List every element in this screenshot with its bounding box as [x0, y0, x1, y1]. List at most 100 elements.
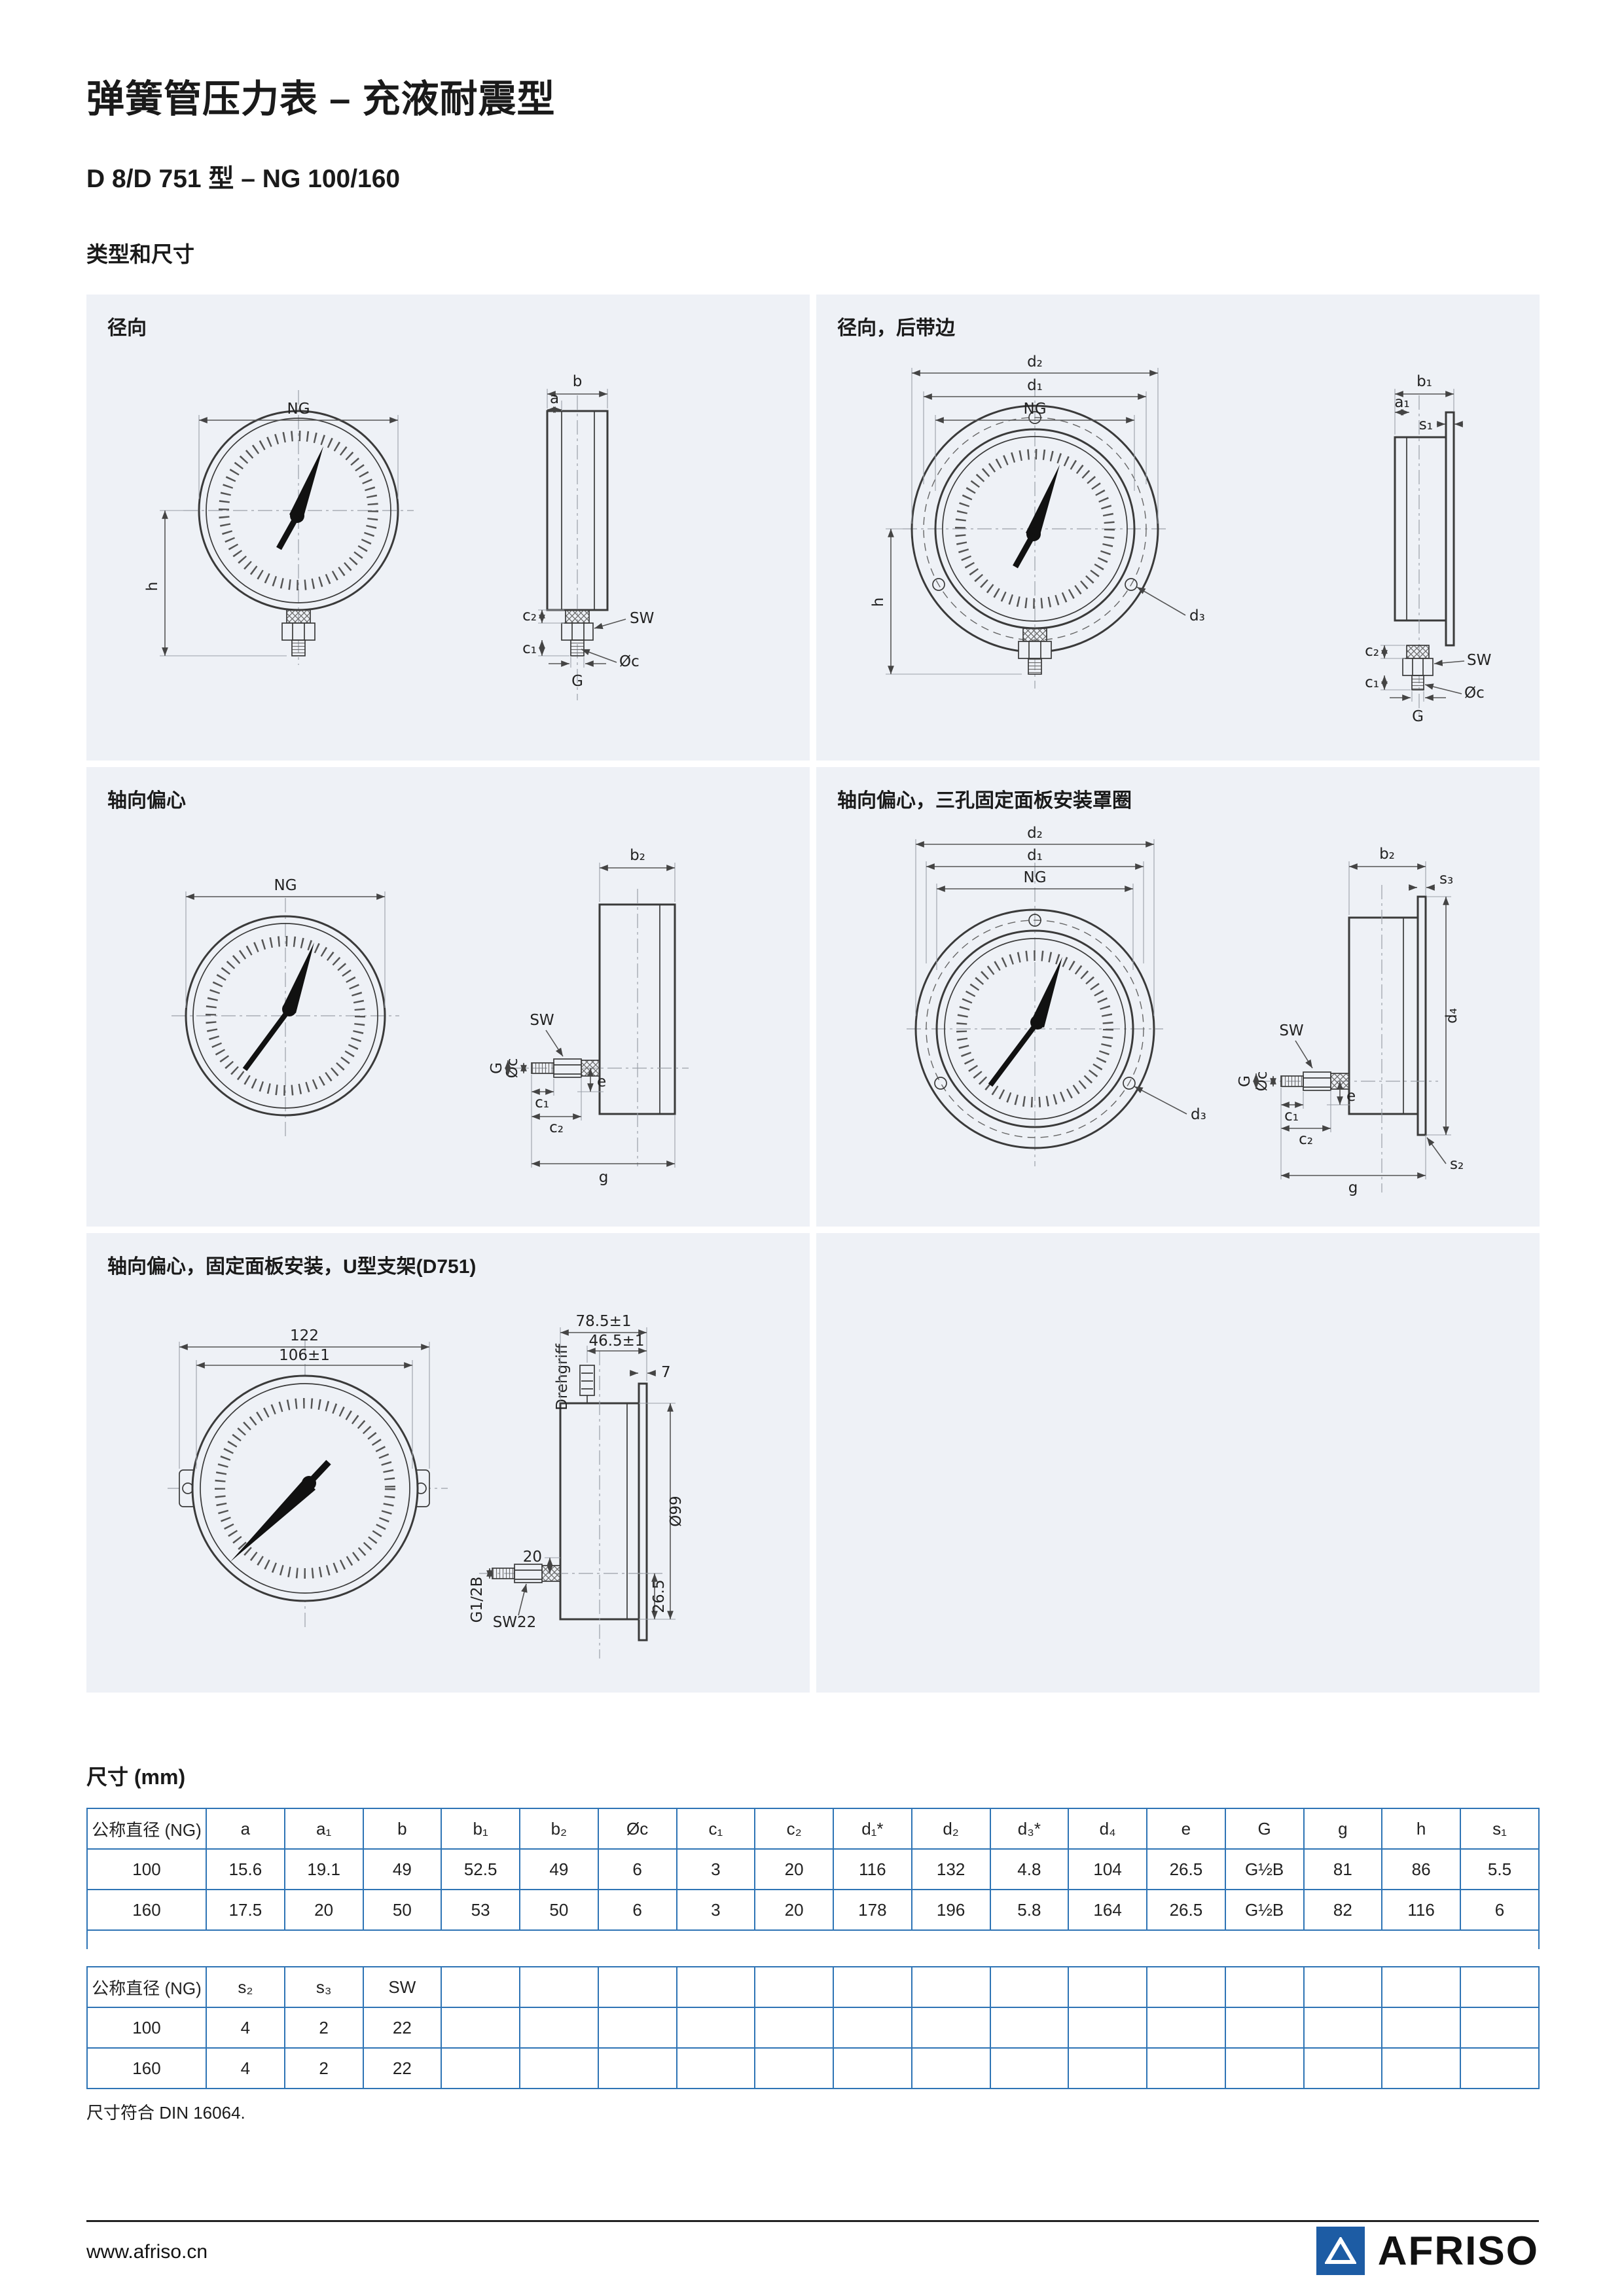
empty-cell [1381, 2007, 1461, 2049]
dim-label: NG [1023, 869, 1046, 886]
cell: 26.5 [1146, 1889, 1226, 1931]
panel-label: 轴向偏心，固定面板安装，U型支架(D751) [107, 1256, 477, 1278]
cell: 3 [676, 1848, 756, 1890]
dim-label: 78.5±1 [575, 1313, 631, 1330]
table-row: 100 15.6 19.1 49 52.5 49 6 3 20 116 132 … [86, 1848, 1540, 1890]
panel-label: 径向，后带边 [837, 317, 955, 339]
empty-panel [816, 1233, 1540, 1693]
empty-cell [676, 2007, 756, 2049]
cell: 82 [1303, 1889, 1383, 1931]
cell: 104 [1068, 1848, 1147, 1890]
section-heading-types: 类型和尺寸 [86, 242, 194, 266]
column-header: G [1224, 1808, 1305, 1850]
empty-cell [754, 2007, 834, 2049]
column-header: c₂ [754, 1808, 834, 1850]
empty-cell [676, 2047, 756, 2089]
empty-cell [1460, 2007, 1540, 2049]
dim-label: G [1236, 1075, 1254, 1087]
empty-cell [1381, 2047, 1461, 2089]
dim-label: c₁ [535, 1094, 549, 1111]
cell: 2 [283, 2047, 364, 2089]
footer-url[interactable]: www.afriso.cn [86, 2241, 208, 2263]
dim-label: e [597, 1073, 606, 1090]
table-row: 160 4 2 22 [86, 2047, 1540, 2089]
empty-cell [833, 2007, 912, 2049]
empty-cell [519, 2047, 599, 2089]
table-header-row: 公称直径 (NG) s₂ s₃ SW [86, 1966, 1540, 2008]
dim-label: d₁ [1027, 377, 1043, 394]
cell: 15.6 [206, 1848, 285, 1890]
cell: 132 [911, 1848, 991, 1890]
cell: 50 [362, 1889, 442, 1931]
cell: 4 [206, 2007, 285, 2049]
cell: 196 [911, 1889, 991, 1931]
dim-label: 7 [661, 1364, 671, 1381]
column-header: b [362, 1808, 442, 1850]
cell: 5.5 [1460, 1848, 1540, 1890]
afriso-logo: AFRISO [1316, 2227, 1539, 2275]
dim-label: b₂ [630, 847, 645, 864]
column-header: g [1303, 1808, 1383, 1850]
empty-cell [1303, 2047, 1383, 2089]
column-header: b₁ [441, 1808, 520, 1850]
dim-label: d₃ [1189, 607, 1205, 624]
dim-label: Øc [619, 653, 640, 670]
column-header: c₁ [676, 1808, 756, 1850]
dim-label: SW [1467, 652, 1491, 669]
drawing-axial-eccentric: NG b₂ SW [171, 847, 689, 1186]
cell: 178 [833, 1889, 912, 1931]
column-header: e [1146, 1808, 1226, 1850]
dim-label: c₂ [522, 607, 537, 624]
cell: 6 [597, 1889, 677, 1931]
front-view: 122 106±1 [168, 1327, 448, 1630]
empty-header [1146, 1966, 1226, 2008]
dimensions-table-2: 公称直径 (NG) s₂ s₃ SW 100 4 2 22 [86, 1966, 1540, 2089]
dim-label: d₂ [1027, 353, 1043, 370]
brand-name: AFRISO [1377, 2228, 1539, 2274]
front-view: d₂ d₁ NG d₃ [907, 825, 1206, 1166]
empty-cell [833, 2047, 912, 2089]
table-spacer [86, 1931, 1540, 1949]
drawing-radial-flange: d₂ d₁ NG h d₃ [870, 353, 1491, 725]
cell: 49 [519, 1848, 599, 1890]
empty-cell [1068, 2047, 1147, 2089]
dim-label: 106±1 [279, 1347, 330, 1364]
side-view: b a SW c₂ c₁ Øc [522, 373, 654, 700]
column-header: d₄ [1068, 1808, 1147, 1850]
cell: 22 [362, 2007, 442, 2049]
dim-label: SW22 [493, 1614, 537, 1631]
column-header: a₁ [283, 1808, 364, 1850]
dim-label: G1/2B [469, 1577, 486, 1623]
dim-label: G [1412, 708, 1424, 725]
dim-label: s₁ [1419, 416, 1433, 433]
panel-radial: 径向 NG [86, 295, 810, 761]
cell: 50 [519, 1889, 599, 1931]
cell: 26.5 [1146, 1848, 1226, 1890]
dim-label: NG [1023, 401, 1046, 418]
empty-cell [989, 2047, 1070, 2089]
triangle-icon [1324, 2237, 1356, 2264]
dim-label: s₃ [1439, 870, 1453, 888]
panel-label: 径向 [107, 317, 147, 339]
dim-label: 46.5±1 [588, 1333, 644, 1350]
empty-cell [519, 2007, 599, 2049]
dim-label: h [870, 598, 887, 607]
dim-label: d₃ [1191, 1106, 1206, 1123]
dim-label: g [1348, 1179, 1358, 1196]
dim-label: c₁ [522, 640, 537, 657]
dim-label: SW [630, 610, 654, 627]
dim-label: 122 [290, 1327, 319, 1344]
drawing-radial: NG h b [144, 373, 654, 700]
dim-label: SW [1279, 1022, 1303, 1039]
empty-cell [1068, 2007, 1147, 2049]
dim-label: SW [530, 1012, 554, 1029]
dim-label: G [488, 1062, 505, 1074]
dim-label: Øc [1464, 685, 1485, 702]
empty-cell [989, 2007, 1070, 2049]
side-view: b₁ a₁ s₁ SW c₂ [1365, 373, 1491, 725]
panel-axial-eccentric: 轴向偏心 NG [86, 767, 810, 1227]
dimensions-table: 公称直径 (NG) a a₁ b b₁ b₂ Øc c₁ c₂ d₁* d₂ d… [86, 1808, 1540, 1931]
dim-label: a₁ [1394, 394, 1409, 411]
column-header: 公称直径 (NG) [86, 1808, 207, 1850]
